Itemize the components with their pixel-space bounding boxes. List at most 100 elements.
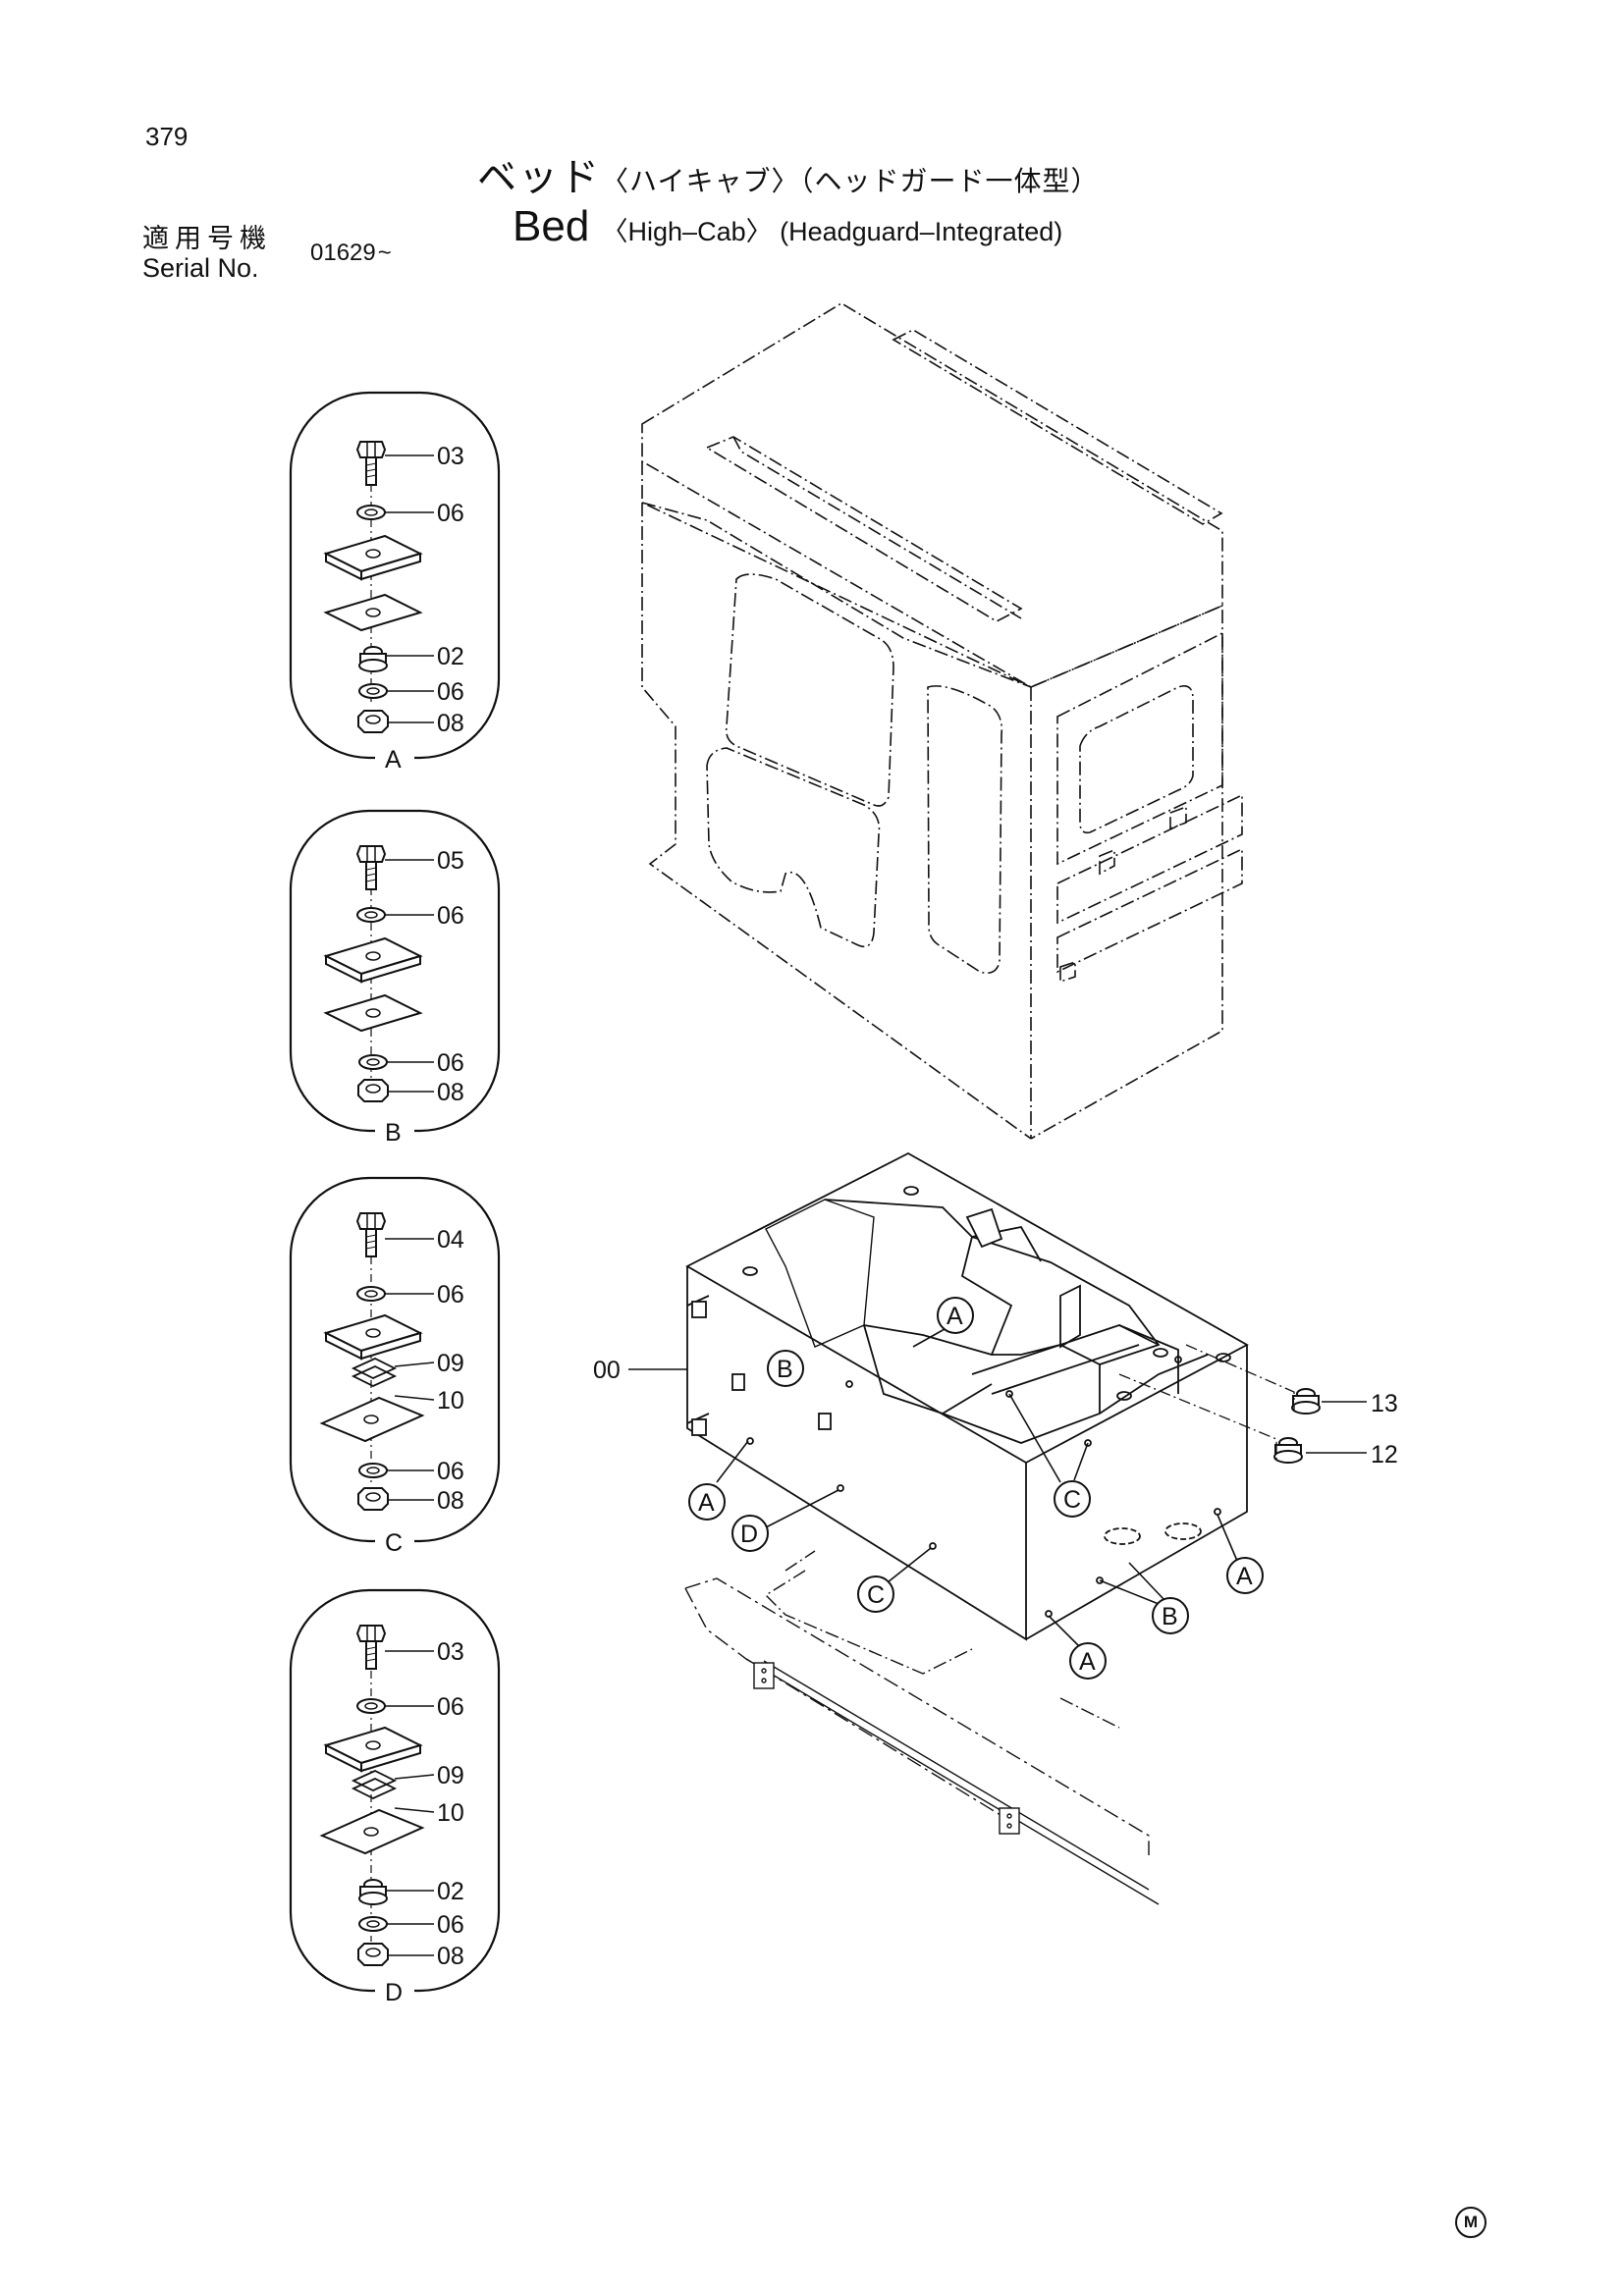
callout-label: A [1079, 1648, 1096, 1676]
callout-circle [1069, 1642, 1107, 1680]
serial-number-value: 01629 [310, 240, 376, 266]
part-label: 06 [437, 1911, 464, 1939]
title-jp-main: ベッド [477, 156, 601, 199]
shim-icon [352, 1358, 396, 1387]
callout-label: B [1162, 1603, 1178, 1630]
part-label: 08 [437, 710, 464, 737]
part-label: 03 [437, 443, 464, 470]
plate-icon [325, 937, 421, 983]
serial-label: 適用号機 Serial No. [142, 224, 272, 283]
page-number: 379 [145, 122, 189, 151]
callout-label: A [1236, 1563, 1253, 1590]
bolt-icon [356, 1625, 386, 1670]
callouts: A B A D C C A B A [688, 1297, 1264, 1680]
callout-circle [767, 1350, 804, 1387]
washer-icon [358, 1916, 388, 1932]
nut-icon [357, 710, 389, 733]
part-label: 02 [437, 1878, 464, 1905]
callout-label: D [740, 1521, 758, 1548]
bed-frame-illustration [685, 1151, 1249, 1641]
nut-icon [357, 1487, 389, 1511]
title-en-main: Bed [513, 202, 590, 250]
callout-label: B [777, 1356, 793, 1383]
callout-circle [1054, 1480, 1091, 1518]
part-label: 08 [437, 1487, 464, 1515]
part-label: 04 [437, 1226, 464, 1254]
washer-icon [358, 1054, 388, 1070]
detail-c: 04 06 09 10 06 08 C [289, 1176, 501, 1557]
footer-mark: M [1455, 2207, 1487, 2238]
long-pad-icon [321, 1809, 423, 1854]
detail-letter: A [385, 746, 402, 774]
callout-label: C [1063, 1486, 1081, 1514]
detail-letter: B [385, 1119, 402, 1147]
title-jp-highcab: 〈ハイキャブ〉 [601, 166, 800, 196]
nut-icon [357, 1943, 389, 1966]
grommet-icon [1273, 1437, 1303, 1464]
part-label: 10 [437, 1387, 464, 1415]
part-label: 10 [437, 1799, 464, 1827]
grommets: 13 12 [1118, 1344, 1398, 1468]
plate-icon [325, 1727, 421, 1772]
bolt-icon [356, 845, 386, 890]
part-label: 08 [437, 1943, 464, 1970]
serial-suffix: ~ [377, 240, 392, 266]
long-pad-icon [321, 1397, 423, 1442]
callout-circle [857, 1575, 894, 1613]
detail-a: 03 06 02 06 08 A [289, 391, 501, 774]
callout-label: C [867, 1581, 885, 1609]
part-label: 06 [437, 500, 464, 527]
part-label: 12 [1371, 1441, 1398, 1468]
part-label: 06 [437, 1693, 464, 1721]
part-label: 13 [1371, 1390, 1398, 1417]
detail-letter: D [385, 1979, 403, 2006]
bolt-icon [356, 1212, 386, 1257]
part-label: 05 [437, 847, 464, 875]
detail-a-frame [289, 391, 501, 760]
title-japanese: ベッド〈ハイキャブ〉（ヘッドガード一体型） [477, 145, 1099, 202]
callout-label: A [947, 1303, 963, 1330]
washer-icon [356, 907, 386, 923]
shim-icon [352, 1770, 396, 1799]
detail-letter: C [385, 1529, 403, 1557]
washer-icon [356, 1698, 386, 1714]
part-label: 06 [437, 902, 464, 930]
plate-icon [325, 1314, 421, 1360]
washer-icon [358, 1463, 388, 1478]
part-label: 06 [437, 1281, 464, 1308]
part-label: 02 [437, 643, 464, 670]
callout-circle [688, 1483, 726, 1521]
part-label: 06 [437, 1049, 464, 1077]
serial-label-jp: 適用号機 [142, 224, 272, 253]
callout-circle [937, 1297, 974, 1334]
serial-number: 01629~ [310, 240, 392, 267]
callout-circle [731, 1515, 769, 1552]
part-label: 03 [437, 1638, 464, 1666]
rubber-pad-icon [325, 994, 421, 1032]
washer-icon [356, 505, 386, 520]
part-label: 09 [437, 1350, 464, 1377]
plate-icon [325, 535, 421, 580]
callout-circle [1152, 1597, 1189, 1634]
part-label: 06 [437, 678, 464, 706]
title-en-sub: 〈High–Cab〉 (Headguard–Integrated) [601, 217, 1063, 246]
grommet-icon [1291, 1388, 1321, 1415]
part-label: 06 [437, 1458, 464, 1485]
rubber-pad-icon [325, 594, 421, 631]
cushion-icon [358, 1879, 388, 1905]
nut-icon [357, 1079, 389, 1102]
title-jp-headguard: （ヘッドガード一体型） [799, 166, 1100, 196]
title-english: Bed 〈High–Cab〉 (Headguard–Integrated) [513, 202, 1062, 251]
detail-b: 05 06 06 08 B [289, 809, 501, 1147]
chassis-illustration [684, 1550, 1160, 1905]
part-label: 09 [437, 1762, 464, 1789]
part-label-bed: 00 [593, 1357, 621, 1384]
washer-icon [356, 1286, 386, 1302]
detail-d: 03 06 09 10 02 06 08 D [289, 1588, 501, 2006]
part-label: 08 [437, 1079, 464, 1106]
cushion-icon [358, 646, 388, 672]
cab-illustration [641, 302, 1243, 1140]
serial-label-en: Serial No. [142, 253, 259, 283]
callout-label: A [698, 1489, 715, 1517]
